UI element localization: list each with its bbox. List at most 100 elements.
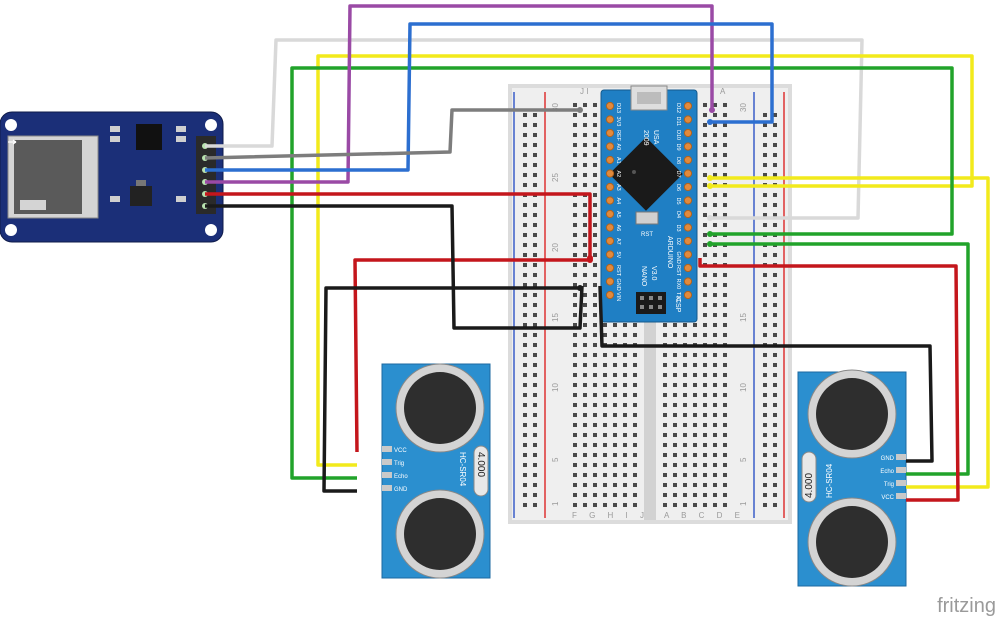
arduino-pin[interactable] xyxy=(683,115,693,124)
wire-yellow-sensor-right[interactable] xyxy=(710,176,990,489)
column-letters-top-right: A xyxy=(720,87,726,96)
wire-blue[interactable] xyxy=(205,22,774,172)
arduino-pin-label: D4 xyxy=(675,211,681,218)
country-label: USA xyxy=(652,130,659,145)
wire-green-sensor-left[interactable] xyxy=(290,66,954,480)
microcontroller-chip xyxy=(609,137,683,211)
pin-label-gnd: GND xyxy=(394,487,408,493)
pin-label-echo: Echo xyxy=(880,469,894,475)
arduino-pin-label: D10 xyxy=(675,130,681,140)
arduino-pin[interactable] xyxy=(605,263,615,273)
board-name-line1: ARDUINO xyxy=(666,236,673,269)
arduino-nano[interactable]: RST 2009 USA ARDUINO NANO V3.0 ICSP D133… xyxy=(600,85,698,323)
right-power-rail[interactable] xyxy=(760,110,780,510)
arduino-pin[interactable] xyxy=(683,182,693,192)
row-number: 10 xyxy=(551,383,560,392)
row-number: 5 xyxy=(739,457,748,462)
arduino-pin[interactable] xyxy=(605,290,615,300)
arduino-pin-label: D7 xyxy=(675,171,681,178)
board-name-line2: NANO xyxy=(640,266,647,287)
pin-label-trig: Trig xyxy=(884,482,894,488)
wire-gray[interactable] xyxy=(204,108,580,160)
crystal-oscillator xyxy=(473,445,489,497)
wire-green-sensor-right[interactable] xyxy=(710,242,970,476)
sd-card-module[interactable] xyxy=(0,111,224,243)
arduino-pin[interactable] xyxy=(683,101,693,111)
arduino-pin-label: D6 xyxy=(675,184,681,191)
arduino-pin-label: A2 xyxy=(615,171,621,178)
row-number: 10 xyxy=(739,383,748,392)
arduino-pin[interactable] xyxy=(605,101,615,111)
arduino-pin-label: RST xyxy=(675,265,681,277)
arduino-pin[interactable] xyxy=(683,128,693,138)
row-number: 15 xyxy=(739,313,748,322)
arduino-pin[interactable] xyxy=(605,128,615,138)
arduino-pin[interactable] xyxy=(605,155,615,165)
crystal-oscillator xyxy=(801,451,817,503)
row-number: 1 xyxy=(739,501,748,506)
arduino-pin[interactable] xyxy=(605,169,615,178)
arduino-pin[interactable] xyxy=(683,209,693,219)
arduino-pin[interactable] xyxy=(683,263,693,273)
arduino-pin-pads[interactable] xyxy=(605,101,693,300)
arduino-pin[interactable] xyxy=(605,196,615,205)
row-number: 5 xyxy=(551,457,560,462)
arduino-pin-label: D5 xyxy=(675,198,681,205)
left-power-rail[interactable] xyxy=(520,110,540,510)
row-number: 1 xyxy=(551,501,560,506)
wire-red-sensor-right[interactable] xyxy=(698,258,960,502)
arduino-pin[interactable] xyxy=(605,182,615,192)
arduino-pin-label: TX1 xyxy=(675,292,681,302)
arduino-pin[interactable] xyxy=(683,250,693,259)
rst-label: RST xyxy=(641,232,653,238)
icsp-label: ICSP xyxy=(674,296,681,313)
arduino-pin[interactable] xyxy=(683,169,693,178)
crystal-frequency: 4.000 xyxy=(475,452,486,477)
arduino-pin-label: A7 xyxy=(615,238,621,245)
arduino-pin-label: RX0 xyxy=(675,279,681,290)
mount-hole xyxy=(5,119,17,131)
wires xyxy=(204,4,990,502)
ultrasonic-sensor-left[interactable]: 4.000 HC-SR04 VCC Trig Echo GND xyxy=(381,363,491,579)
pin-label-gnd: GND xyxy=(881,456,895,462)
pin-label-vcc: VCC xyxy=(881,495,894,501)
arduino-pin[interactable] xyxy=(683,277,693,286)
wire-red-sd[interactable] xyxy=(205,192,592,258)
arduino-pin-label: RST xyxy=(615,265,621,277)
arduino-pin[interactable] xyxy=(683,196,693,205)
pin-label-trig: Trig xyxy=(394,461,404,467)
arduino-pin-label: 3V3 xyxy=(615,117,621,127)
arduino-pin-labels: D133V3REFA0A1A2A3A4A5A6A75VRSTGNDVIND12D… xyxy=(615,103,681,302)
row-number: 25 xyxy=(551,173,560,182)
icsp-header[interactable] xyxy=(636,292,666,314)
arduino-pin[interactable] xyxy=(605,115,615,124)
arduino-pin[interactable] xyxy=(683,223,693,232)
arduino-pin-label: A1 xyxy=(615,157,621,164)
wire-white[interactable] xyxy=(205,38,864,220)
column-letters-bottom-left: F G H I J xyxy=(572,511,649,520)
arduino-pin[interactable] xyxy=(605,209,615,219)
arduino-pin[interactable] xyxy=(683,290,693,300)
arduino-pin[interactable] xyxy=(683,236,693,246)
arduino-pin-label: GND xyxy=(675,252,681,264)
wire-black-sensor-left[interactable] xyxy=(322,286,580,493)
arduino-pin-label: A5 xyxy=(615,211,621,218)
arduino-pin-label: 5V xyxy=(615,252,621,259)
wire-red-sensor-left[interactable] xyxy=(353,258,590,453)
arduino-pin[interactable] xyxy=(605,236,615,246)
row-number: 15 xyxy=(551,313,560,322)
arduino-pin[interactable] xyxy=(605,142,615,151)
fritzing-watermark: fritzing xyxy=(937,595,996,617)
arduino-pin[interactable] xyxy=(605,223,615,232)
reset-button[interactable] xyxy=(635,211,659,225)
wire-black-sensor-right[interactable] xyxy=(598,285,934,463)
arduino-pin[interactable] xyxy=(683,155,693,165)
mount-hole xyxy=(5,224,17,236)
ultrasonic-sensor-right[interactable]: 4.000 HC-SR04 GND Echo Trig VCC xyxy=(797,369,907,587)
arduino-pin[interactable] xyxy=(683,142,693,151)
wire-black-sd[interactable] xyxy=(205,204,584,330)
wire-purple[interactable] xyxy=(205,4,714,184)
arduino-pin[interactable] xyxy=(605,250,615,259)
board-version: V3.0 xyxy=(650,266,657,281)
arduino-pin[interactable] xyxy=(605,277,615,286)
